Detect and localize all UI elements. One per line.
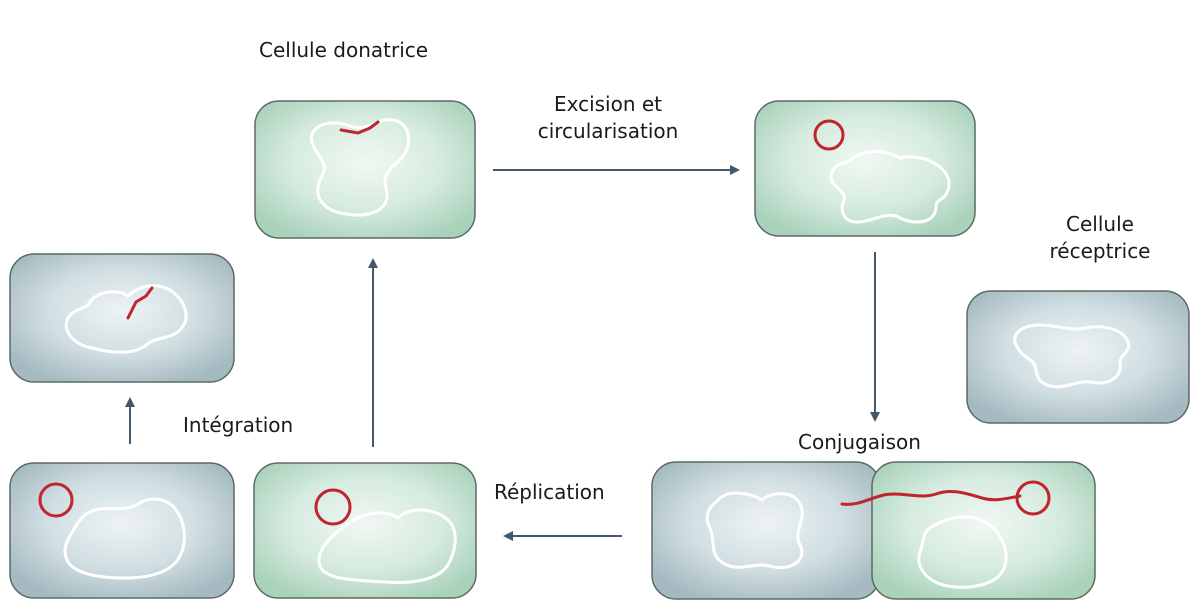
replicated-donor-chromosome	[317, 508, 457, 584]
recipient-cell	[966, 290, 1190, 424]
donor-cell-label: Cellule donatrice	[259, 38, 429, 62]
conjugating-recipient-chromosome	[705, 491, 804, 569]
recipient-cell-label: Cellule réceptrice	[1049, 212, 1151, 263]
integration-label: Intégration	[183, 413, 294, 437]
donor-chromosome	[310, 118, 411, 217]
transferred-dna-strand	[840, 490, 1022, 506]
integrated-chromosome	[64, 284, 188, 354]
conjugating-pair	[651, 461, 1096, 600]
integrated-cell-body	[9, 253, 235, 383]
recipient-cell-body	[966, 290, 1190, 424]
donor-integrated-plasmid	[339, 120, 380, 135]
excised-chromosome	[829, 150, 951, 224]
integrated-cell	[9, 253, 235, 383]
conjugating-recipient-cell-body	[651, 461, 881, 600]
replicated-recipient-chromosome	[63, 497, 186, 580]
excised-circular-plasmid	[813, 119, 845, 151]
replicated-donor-plasmid	[314, 488, 352, 526]
replicated-recipient-cell	[9, 462, 235, 599]
donor-cell-body	[254, 100, 476, 239]
replicated-donor-cell	[253, 462, 477, 599]
replicated-recipient-cell-body	[9, 462, 235, 599]
donor-cell	[254, 100, 476, 239]
conjugating-donor-chromosome	[917, 515, 1008, 589]
replication-label: Réplication	[494, 480, 605, 504]
conjugation-label: Conjugaison	[798, 430, 921, 454]
replicated-donor-cell-body	[253, 462, 477, 599]
replicated-recipient-plasmid	[38, 482, 74, 518]
conjugating-plasmid	[1015, 480, 1051, 516]
conjugating-donor-cell-body	[871, 461, 1096, 600]
excised-cell	[754, 100, 976, 237]
excised-cell-body	[754, 100, 976, 237]
recipient-chromosome	[1013, 323, 1131, 389]
excision-label: Excision et circularisation	[537, 92, 679, 143]
integrated-plasmid-segment	[126, 286, 154, 320]
